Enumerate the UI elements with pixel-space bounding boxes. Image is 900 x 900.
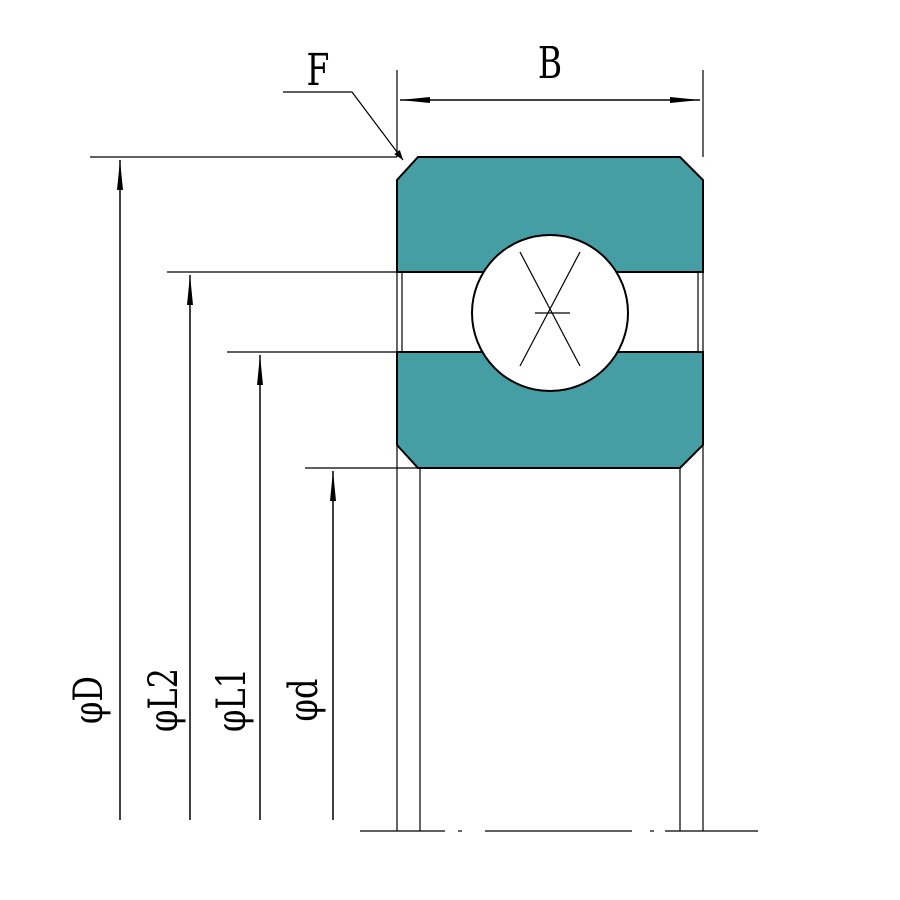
l1-diameter-label: φL1	[207, 668, 254, 732]
ball-cross-line-2	[519, 251, 581, 367]
bore-diameter-label: φd	[279, 679, 326, 722]
width-label: B	[538, 38, 562, 89]
chamfer-leader	[283, 91, 404, 161]
l2-diameter-label: φL2	[139, 668, 186, 732]
outer-diameter-label: φD	[64, 676, 111, 724]
chamfer-label: F	[307, 45, 330, 96]
